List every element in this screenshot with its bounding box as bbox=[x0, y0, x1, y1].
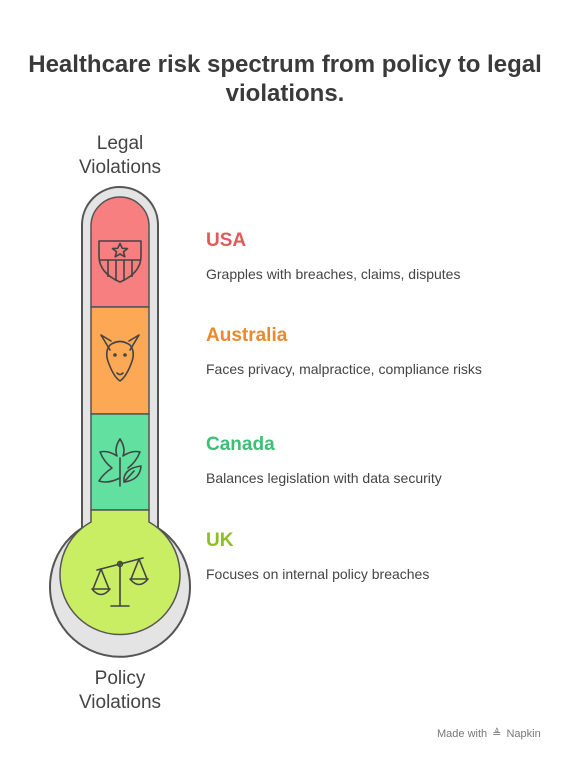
segment-usa bbox=[90, 196, 150, 308]
row-title-canada: Canada bbox=[206, 434, 275, 455]
row-title-uk: UK bbox=[206, 530, 234, 551]
shield-star-icon bbox=[98, 240, 142, 283]
row-title-usa: USA bbox=[206, 230, 247, 251]
maple-leaf-icon bbox=[98, 438, 142, 487]
row-australia: Australia Faces privacy, malpractice, co… bbox=[206, 325, 486, 378]
napkin-logo-icon: ≜ bbox=[492, 728, 502, 740]
top-scale-label-line1: Legal bbox=[96, 133, 144, 154]
segment-australia bbox=[90, 306, 150, 415]
kangaroo-icon bbox=[100, 334, 140, 382]
row-desc-uk: Focuses on internal policy breaches bbox=[206, 566, 430, 582]
row-desc-usa: Grapples with breaches, claims, disputes bbox=[206, 266, 461, 282]
footer-made-with: Made with bbox=[437, 728, 488, 740]
row-desc-australia: Faces privacy, malpractice, compliance r… bbox=[206, 361, 482, 377]
top-scale-label: Legal Violations bbox=[40, 132, 200, 180]
bottom-scale-label-line2: Violations bbox=[78, 692, 162, 713]
bottom-scale-label-line1: Policy bbox=[94, 668, 146, 689]
bottom-scale-label: Policy Violations bbox=[40, 667, 200, 715]
scales-icon bbox=[91, 557, 149, 607]
row-desc-canada: Balances legislation with data security bbox=[206, 470, 442, 486]
page-title: Healthcare risk spectrum from policy to … bbox=[28, 51, 542, 107]
row-title-australia: Australia bbox=[206, 325, 288, 346]
row-canada: Canada Balances legislation with data se… bbox=[206, 434, 506, 487]
footer-credit[interactable]: Made with ≜ Napkin bbox=[437, 727, 541, 740]
top-scale-label-line2: Violations bbox=[78, 157, 162, 178]
row-usa: USA Grapples with breaches, claims, disp… bbox=[206, 230, 506, 283]
footer-brand: Napkin bbox=[506, 728, 541, 740]
row-uk: UK Focuses on internal policy breaches bbox=[206, 530, 506, 583]
